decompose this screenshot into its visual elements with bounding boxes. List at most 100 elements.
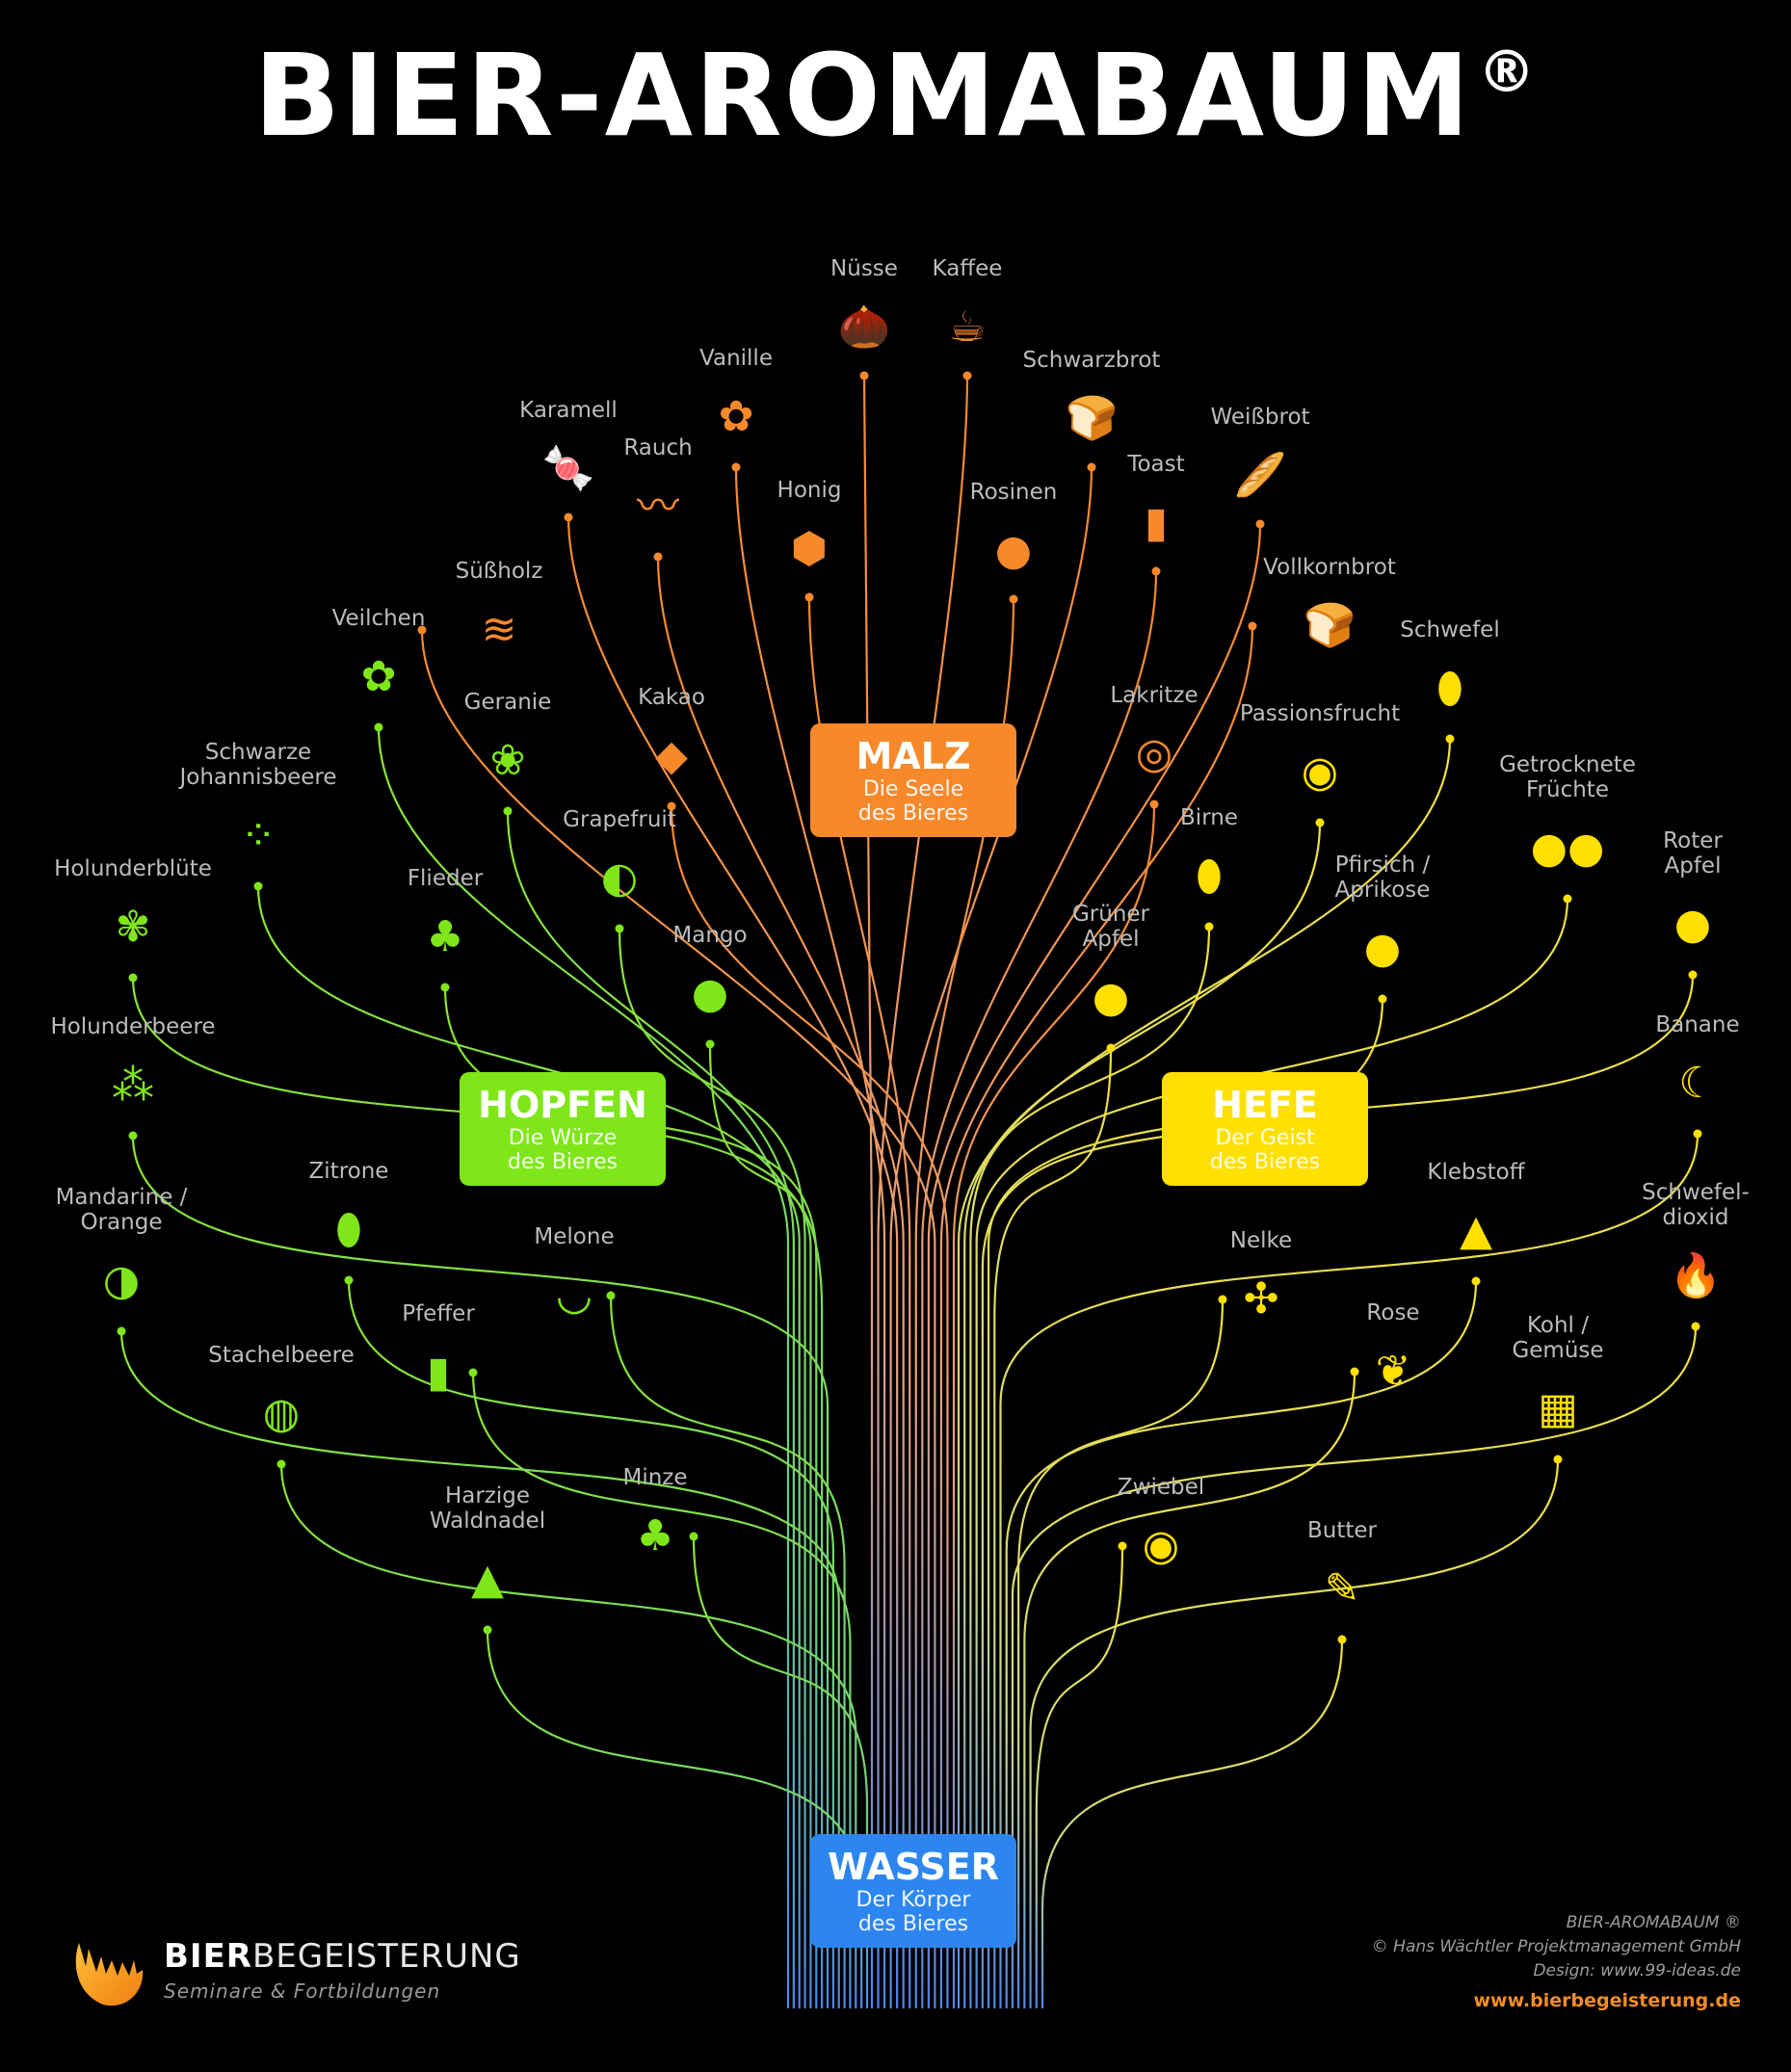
aroma-label: Veilchen bbox=[331, 606, 426, 631]
dark-bread-icon: 🍞 bbox=[1065, 394, 1119, 443]
category-subtitle: Die Würze des Bieres bbox=[507, 1126, 619, 1174]
connection-curve bbox=[969, 926, 1211, 2008]
aroma-label: Grüner Apfel bbox=[1071, 902, 1150, 952]
aroma-label: Süßholz bbox=[455, 559, 543, 584]
candy-icon: 🍬 bbox=[541, 444, 595, 493]
connection-curve bbox=[1040, 1639, 1344, 2008]
connection-curve bbox=[1011, 1325, 1698, 2008]
aroma-label: Grapefruit bbox=[563, 807, 676, 832]
connection-curve bbox=[1035, 1545, 1124, 2008]
onion-icon: ◉ bbox=[1142, 1521, 1180, 1570]
aroma-label: Karamell bbox=[519, 398, 618, 423]
brand-name: BIERBEGEISTERUNG bbox=[164, 1937, 521, 1976]
brand-light: BEGEISTERUNG bbox=[251, 1937, 521, 1976]
connection-dot bbox=[128, 973, 138, 983]
aroma-label: Getrocknete Früchte bbox=[1499, 752, 1636, 802]
connection-curve bbox=[927, 523, 1262, 2008]
egg-icon: ⬮ bbox=[1436, 664, 1463, 713]
aroma-label: Passionsfrucht bbox=[1239, 701, 1401, 726]
aroma-label: Toast bbox=[1127, 452, 1185, 477]
category-box-hefe: HEFE Der Geist des Bieres bbox=[1162, 1072, 1368, 1186]
connection-dot bbox=[1350, 1367, 1359, 1377]
connection-dot bbox=[1315, 818, 1325, 827]
connection-dot bbox=[564, 512, 573, 522]
category-subtitle: Die Seele des Bieres bbox=[857, 777, 969, 826]
connection-dot bbox=[1087, 462, 1096, 472]
aroma-label: Schwarzbrot bbox=[1022, 348, 1161, 373]
category-subtitle: Der Geist des Bieres bbox=[1209, 1126, 1321, 1174]
aroma-label: Holunderblüte bbox=[54, 856, 212, 881]
aroma-label: Zwiebel bbox=[1117, 1475, 1205, 1500]
mint-leaves-icon: ♣ bbox=[636, 1511, 674, 1561]
vanilla-flower-icon: ✿ bbox=[718, 392, 754, 441]
connection-dot bbox=[1151, 566, 1161, 576]
aroma-label: Rosinen bbox=[969, 480, 1058, 505]
connection-curve bbox=[670, 805, 949, 2008]
page-title: BIER-AROMABAUM® bbox=[0, 29, 1791, 162]
aroma-label: Harzige Waldnadel bbox=[429, 1483, 546, 1534]
connection-dot bbox=[1693, 1129, 1702, 1139]
connection-curve bbox=[1029, 1458, 1560, 2008]
aroma-label: Stachelbeere bbox=[208, 1343, 355, 1368]
title-text: BIER-AROMABAUM bbox=[253, 29, 1472, 162]
aroma-label: Vanille bbox=[699, 346, 773, 371]
connection-dot bbox=[606, 1291, 616, 1300]
pear-icon: ⬮ bbox=[1196, 852, 1223, 901]
connection-curve bbox=[506, 810, 795, 2008]
aroma-label: Pfeffer bbox=[402, 1301, 475, 1326]
connection-dot bbox=[1009, 594, 1018, 604]
lemon-icon: ⬮ bbox=[335, 1205, 362, 1254]
connection-dot bbox=[1445, 734, 1455, 744]
aroma-label: Rauch bbox=[623, 435, 693, 460]
connection-dot bbox=[1553, 1455, 1563, 1464]
credit-title: BIER-AROMABAUM ® bbox=[1566, 1913, 1741, 1932]
watermelon-icon: ◡ bbox=[555, 1271, 593, 1320]
pine-tree-icon: ▲ bbox=[471, 1555, 504, 1604]
grapefruit-icon: ◐ bbox=[600, 853, 639, 903]
aroma-label: Schwefel bbox=[1400, 617, 1500, 643]
connection-dot bbox=[374, 722, 383, 732]
category-box-hopfen: HOPFEN Die Würze des Bieres bbox=[460, 1072, 666, 1186]
glue-icon: ▲ bbox=[1460, 1206, 1492, 1255]
copyright-text: © Hans Wächtler Projektmanagement GmbH bbox=[1371, 1937, 1741, 1956]
connection-curve bbox=[609, 1295, 846, 2008]
connection-dot bbox=[468, 1368, 478, 1377]
aroma-label: Kakao bbox=[638, 685, 705, 710]
connection-dot bbox=[128, 1131, 138, 1141]
category-box-malz: MALZ Die Seele des Bieres bbox=[810, 723, 1016, 837]
peach-icon: ● bbox=[1363, 924, 1402, 973]
category-title: HEFE bbox=[1212, 1084, 1318, 1126]
licorice-roll-icon: ◎ bbox=[1135, 729, 1173, 778]
aroma-label: Weißbrot bbox=[1210, 405, 1310, 430]
connection-dot bbox=[1218, 1295, 1227, 1304]
connection-dot bbox=[417, 625, 427, 635]
design-credit[interactable]: Design: www.99-ideas.de bbox=[1533, 1961, 1741, 1980]
aroma-label: Lakritze bbox=[1110, 683, 1198, 708]
smoke-icon: 〰 bbox=[637, 482, 679, 531]
website-link[interactable]: www.bierbegeisterung.de bbox=[1473, 1990, 1741, 2011]
aroma-label: Mandarine / Orange bbox=[55, 1185, 188, 1235]
aroma-label: Honig bbox=[777, 478, 842, 503]
connection-curve bbox=[734, 466, 886, 2008]
connection-curve bbox=[566, 516, 899, 2008]
aroma-label: Geranie bbox=[463, 690, 552, 715]
bierbegeisterung-logo[interactable]: BIERBEGEISTERUNG Seminare & Fortbildunge… bbox=[69, 1931, 521, 2008]
connection-curve bbox=[420, 629, 936, 2008]
connection-dot bbox=[117, 1326, 126, 1336]
connection-curve bbox=[993, 1047, 1113, 2008]
connection-dot bbox=[705, 1039, 715, 1049]
aroma-label: Rose bbox=[1366, 1300, 1420, 1325]
connection-dot bbox=[1106, 1043, 1116, 1053]
aroma-label: Pfirsich / Aprikose bbox=[1334, 852, 1431, 903]
connection-dot bbox=[1118, 1541, 1127, 1551]
connection-dot bbox=[483, 1625, 492, 1635]
connection-curve bbox=[952, 803, 1156, 2008]
connection-dot bbox=[859, 371, 869, 380]
aroma-label: Klebstoff bbox=[1427, 1160, 1525, 1185]
geranium-icon: ❀ bbox=[489, 736, 526, 785]
connection-curve bbox=[889, 466, 1093, 2008]
connection-dot bbox=[277, 1459, 286, 1469]
connection-curve bbox=[256, 885, 801, 2008]
connection-curve bbox=[1017, 1298, 1225, 2008]
